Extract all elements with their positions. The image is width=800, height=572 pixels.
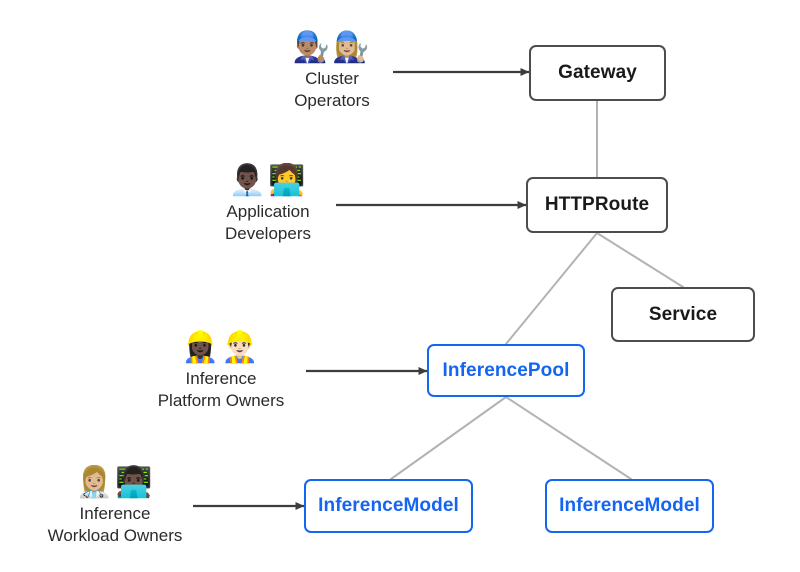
actor-application-developers-line1: Application [226,202,310,221]
node-service-label: Service [648,303,718,325]
actor-application-developers: 👨🏿‍💼👩‍💻 Application Developers [158,164,378,245]
actor-inference-workload-owners-line1: Inference [79,504,151,523]
node-inferencemodel-2[interactable]: InferenceModel [545,479,714,533]
construction-worker-people-icon: 👷🏿‍♀️👷🏻‍♂️ [181,330,261,365]
actor-inference-platform-owners: 👷🏿‍♀️👷🏻‍♂️ Inference Platform Owners [111,331,331,412]
actor-inference-platform-owners-line2: Platform Owners [157,391,285,410]
scientist-and-technologist-icon: 👩🏼‍⚕️👨🏿‍💻 [75,465,155,500]
actor-inference-workload-owners: 👩🏼‍⚕️👨🏿‍💻 Inference Workload Owners [5,466,225,547]
node-inferencemodel-1-label: InferenceModel [318,495,459,516]
actor-inference-platform-owners-label: Inference Platform Owners [158,368,285,412]
actor-application-developers-line2: Developers [225,224,311,243]
link-httproute-service [596,232,684,288]
node-inferencepool[interactable]: InferencePool [427,344,585,397]
actor-inference-workload-owners-line2: Workload Owners [47,526,183,545]
link-inferencepool-inferencemodel2 [505,396,632,480]
node-httproute-label: HTTPRoute [544,194,650,215]
actor-inference-workload-owners-label: Inference Workload Owners [48,503,183,547]
office-worker-and-technologist-icon: 👨🏿‍💼👩‍💻 [228,163,308,198]
actor-cluster-operators-label: Cluster Operators [294,68,370,112]
link-inferencepool-inferencemodel1 [390,396,507,480]
actor-application-developers-label: Application Developers [225,201,311,245]
link-httproute-inferencepool [505,232,598,345]
node-service[interactable]: Service [611,287,755,342]
actor-inference-platform-owners-line1: Inference [185,369,257,388]
node-gateway[interactable]: Gateway [529,45,666,101]
node-httproute[interactable]: HTTPRoute [526,177,668,233]
node-inferencemodel-2-label: InferenceModel [559,495,700,516]
node-inferencepool-label: InferencePool [442,359,570,381]
actor-cluster-operators-line2: Operators [294,91,370,110]
actor-cluster-operators: 👨🏽‍🔧👩🏼‍🔧 Cluster Operators [222,31,442,112]
mechanic-people-icon: 👨🏽‍🔧👩🏼‍🔧 [292,30,372,65]
node-gateway-label: Gateway [558,62,637,83]
actor-cluster-operators-line1: Cluster [305,69,359,88]
node-inferencemodel-1[interactable]: InferenceModel [304,479,473,533]
